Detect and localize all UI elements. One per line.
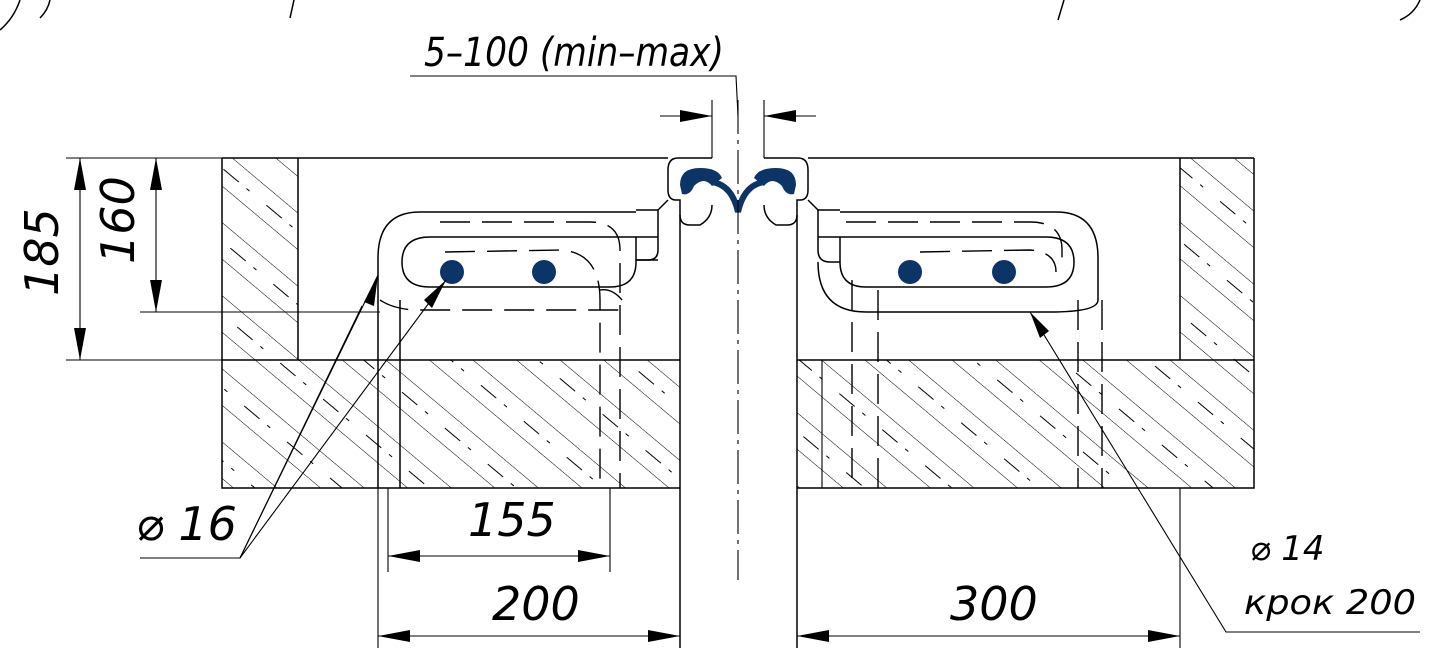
dim-155-label: 155 bbox=[468, 493, 556, 547]
dia14-label: ⌀ 14 bbox=[1250, 529, 1325, 569]
dim-155: 155 bbox=[387, 488, 611, 572]
gap-dimension: 5–100 (min–max) bbox=[410, 30, 816, 158]
rebar-dots bbox=[440, 260, 1016, 284]
concrete-outlines bbox=[221, 157, 1255, 648]
height-dimensions: 185 160 bbox=[15, 157, 380, 361]
height-total-label: 185 bbox=[15, 208, 69, 296]
dia16-label: ⌀ 16 bbox=[136, 497, 237, 551]
height-inner-label: 160 bbox=[91, 176, 145, 264]
rubber-seal bbox=[680, 168, 796, 213]
rebar-4 bbox=[992, 260, 1016, 284]
right-anchor-loops bbox=[817, 211, 1103, 488]
left-anchor-loops bbox=[377, 211, 658, 488]
rebar-2 bbox=[532, 260, 556, 284]
dim-300: 300 bbox=[797, 488, 1181, 648]
dim-200-label: 200 bbox=[492, 577, 580, 631]
dim-300-label: 300 bbox=[950, 577, 1038, 631]
dia14-leader: ⌀ 14 крок 200 bbox=[1029, 311, 1420, 633]
gap-label: 5–100 (min–max) bbox=[424, 30, 724, 76]
dim-200: 200 bbox=[377, 488, 680, 648]
cropped-top-marks bbox=[0, 0, 1421, 31]
rebar-3 bbox=[898, 260, 922, 284]
steel-edge-profiles bbox=[636, 157, 840, 263]
pitch-label: крок 200 bbox=[1244, 583, 1416, 623]
rebar-1 bbox=[440, 260, 464, 284]
concrete-hatching bbox=[222, 158, 1254, 488]
dia16-leader: ⌀ 16 bbox=[136, 274, 447, 559]
